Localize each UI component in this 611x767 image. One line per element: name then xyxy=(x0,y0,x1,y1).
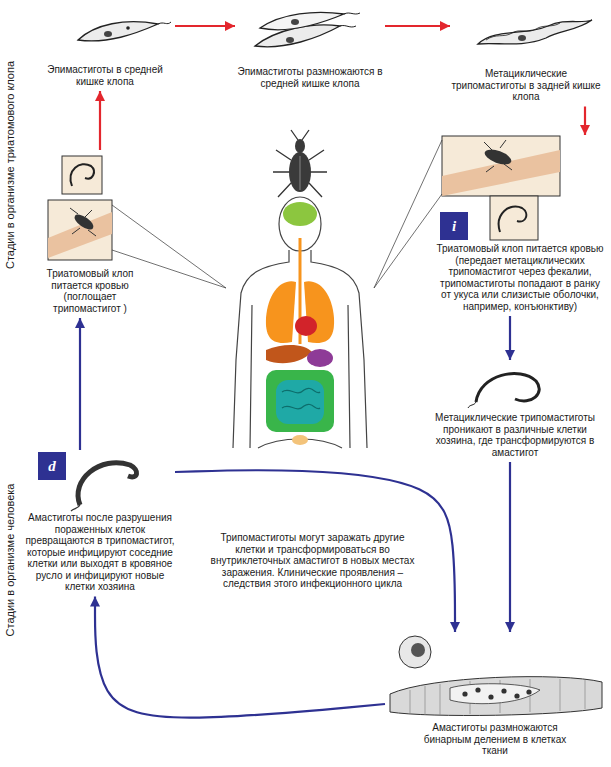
stage-box: Триатомовый клоп питается кровью (поглощ… xyxy=(35,150,145,318)
amastigote xyxy=(501,688,506,693)
flagellum xyxy=(468,402,476,408)
trypomastigote xyxy=(476,374,539,402)
stage-box: Эпимастиготы размножаются в средней кишк… xyxy=(235,6,385,93)
trypomastigote xyxy=(78,463,137,505)
marker-badge xyxy=(38,452,66,480)
stage-box: Триатомовый клоп питается кровью (переда… xyxy=(435,135,605,316)
stage-text: Метациклические трипомастиготы проникают… xyxy=(425,412,605,458)
stage-box: Эпимастиготы в средней кишке клопа xyxy=(35,6,175,91)
trypomastigote xyxy=(499,206,527,232)
muscle-tissue xyxy=(390,677,602,716)
life-cycle-arrow xyxy=(175,470,455,632)
intestine-loops xyxy=(282,388,320,409)
liver xyxy=(266,345,312,363)
flagellum xyxy=(71,505,80,511)
epimastigote xyxy=(260,12,344,29)
life-cycle-arrow xyxy=(99,91,101,150)
stage-box: Амастиготы размножаются бинарным деление… xyxy=(385,632,605,761)
kinetoplast xyxy=(126,26,130,30)
inset-frame xyxy=(490,196,538,240)
stage-box: Метациклические трипомастиготы проникают… xyxy=(425,360,605,462)
stage-box: Метациклические трипомастиготы в задней … xyxy=(450,6,602,107)
life-cycle-arrow xyxy=(385,25,450,27)
life-cycle-arrow xyxy=(509,316,511,360)
stage-text: Метациклические трипомастиготы в задней … xyxy=(450,68,602,103)
life-cycle-arrow xyxy=(584,107,586,136)
skin xyxy=(48,212,112,258)
flagellum xyxy=(158,22,171,24)
bladder xyxy=(292,435,308,445)
bug-wing-line xyxy=(300,156,301,190)
edge-label: Трипомастиготы могут заражать другие кле… xyxy=(205,532,420,590)
heart xyxy=(295,316,317,336)
amastigote xyxy=(488,694,493,699)
stage-text: Амастиготы размножаются бинарным деление… xyxy=(410,722,580,757)
trypomastigote xyxy=(478,20,592,44)
inset-frame xyxy=(62,156,102,194)
bug-body xyxy=(483,147,513,168)
bug-body xyxy=(289,152,311,192)
host-cell xyxy=(399,636,431,668)
bug-body xyxy=(72,212,96,233)
bug-legs xyxy=(273,130,327,197)
stage-text: Амастиготы после разрушения пораженных к… xyxy=(25,512,175,593)
epimastigote xyxy=(78,22,158,41)
inset-frame xyxy=(442,136,560,196)
side-label: Стадии в организме триатомового клопа xyxy=(4,61,16,269)
leader-line xyxy=(374,140,442,288)
trypomastigote xyxy=(71,164,94,186)
tissue-striation xyxy=(410,679,585,715)
stage-marker: d xyxy=(48,458,56,475)
small-intestine xyxy=(276,380,324,424)
stage-text: Эпимастиготы размножаются в средней кишк… xyxy=(235,66,385,89)
stage-text: Эпимастиготы в средней кишке клопа xyxy=(35,64,175,87)
stage-text: Триатомовый клоп питается кровью (поглощ… xyxy=(35,268,145,314)
amastigote xyxy=(462,691,467,696)
amastigote xyxy=(514,693,519,698)
nucleus xyxy=(518,35,526,41)
stage-text: Триатомовый клоп питается кровью (переда… xyxy=(435,243,605,312)
flagellum xyxy=(340,13,360,27)
stomach xyxy=(307,349,333,367)
life-cycle-arrow xyxy=(175,25,235,27)
lung xyxy=(266,281,296,343)
nucleus xyxy=(286,37,294,43)
inset-frame xyxy=(48,200,112,260)
brain xyxy=(283,202,317,226)
life-cycle-arrow xyxy=(79,318,81,450)
nucleus xyxy=(291,19,299,25)
cell-nucleus xyxy=(411,643,425,657)
life-cycle-arrow xyxy=(95,597,385,718)
bug-head xyxy=(295,139,305,153)
bug-legs xyxy=(70,208,96,236)
nucleus xyxy=(104,31,112,37)
large-intestine xyxy=(266,370,334,432)
undulating-membrane xyxy=(486,23,560,40)
amastigote xyxy=(526,689,531,694)
stage-box: Амастиготы после разрушения пораженных к… xyxy=(25,450,175,597)
stage-marker: i xyxy=(452,218,456,235)
life-cycle-arrow xyxy=(509,462,511,632)
marker-badge xyxy=(440,212,468,240)
side-label: Стадии в организме человека xyxy=(4,484,16,637)
amastigote xyxy=(475,687,480,692)
tissue-cell-outline xyxy=(450,684,540,704)
